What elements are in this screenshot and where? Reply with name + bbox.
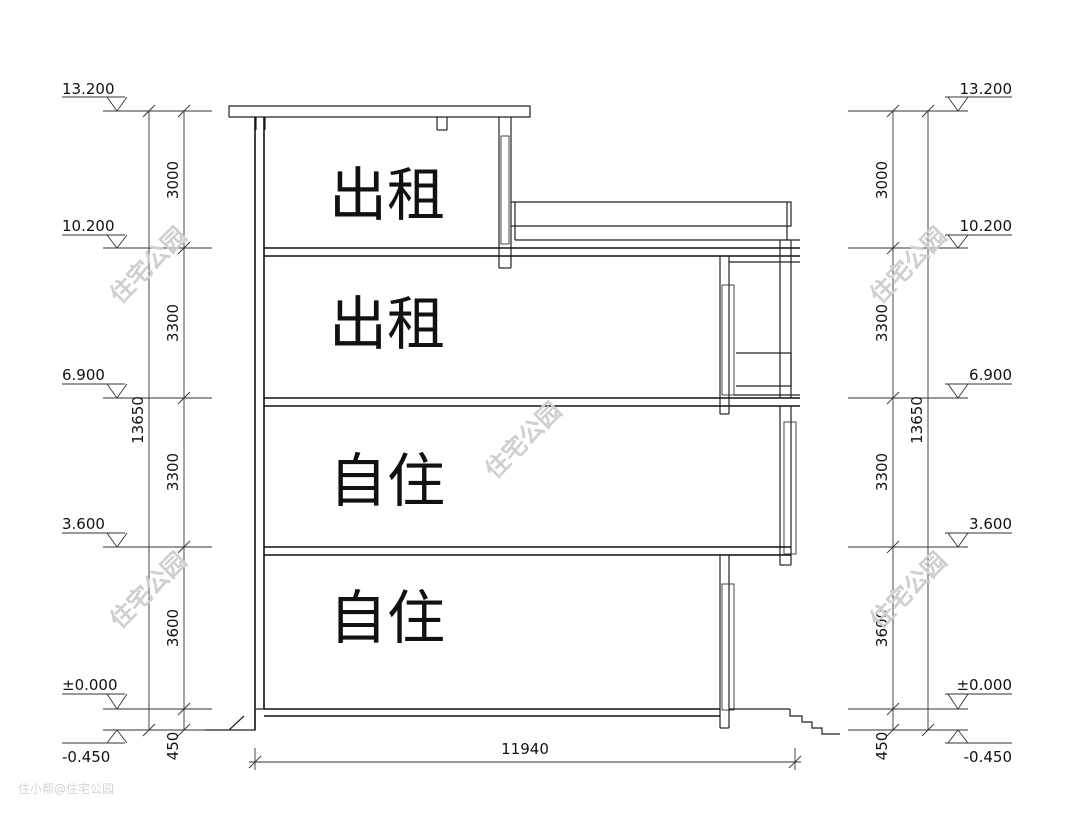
left-dim-3600: 3600	[164, 609, 182, 647]
left-level-10200: 10.200	[62, 217, 115, 235]
right-dim-450: 450	[873, 732, 891, 761]
right-level-minus-0450: -0.450	[964, 748, 1012, 766]
left-level-markers: 13.200 10.200 6.900 3.600 ±0.000 -0.450	[62, 80, 212, 766]
left-level-3600: 3.600	[62, 515, 105, 533]
right-dim-3600: 3600	[873, 609, 891, 647]
right-dimension-chain: 3000 3300 3300 3600 450 13650	[873, 104, 935, 761]
left-dim-3300-upper: 3300	[164, 304, 182, 342]
watermark-4: 住宅公园	[864, 222, 952, 310]
watermark-3: 住宅公园	[479, 397, 567, 485]
right-dim-3300-upper: 3300	[873, 304, 891, 342]
credit-text: 住小帮@住宅公园	[18, 781, 114, 796]
left-level-0000: ±0.000	[62, 676, 118, 694]
right-level-0000: ±0.000	[956, 676, 1012, 694]
watermark-5: 住宅公园	[864, 547, 952, 635]
left-dim-3300-lower: 3300	[164, 453, 182, 491]
left-dim-450: 450	[164, 732, 182, 761]
left-level-13200: 13.200	[62, 80, 115, 98]
left-level-minus-0450: -0.450	[62, 748, 110, 766]
right-dim-3000: 3000	[873, 161, 891, 199]
room-label-rent-lower: 出租	[329, 290, 445, 358]
building-section	[205, 105, 840, 735]
left-dim-3000: 3000	[164, 161, 182, 199]
left-dim-total: 13650	[129, 396, 147, 444]
right-level-13200: 13.200	[960, 80, 1013, 98]
left-dimension-chain: 3000 3300 3300 3600 450 13650	[129, 104, 191, 761]
right-level-10200: 10.200	[960, 217, 1013, 235]
right-dim-total: 13650	[908, 396, 926, 444]
room-label-own-upper: 自住	[329, 447, 445, 515]
room-label-own-lower: 自住	[329, 584, 445, 652]
right-level-6900: 6.900	[969, 366, 1012, 384]
right-level-markers: 13.200 10.200 6.900 3.600 ±0.000 -0.450	[848, 80, 1012, 766]
bottom-dimension: 11940	[248, 740, 802, 770]
right-level-3600: 3.600	[969, 515, 1012, 533]
right-dim-3300-lower: 3300	[873, 453, 891, 491]
left-level-6900: 6.900	[62, 366, 105, 384]
overall-width-dim: 11940	[501, 740, 549, 758]
room-label-rent-upper: 出租	[329, 161, 445, 229]
